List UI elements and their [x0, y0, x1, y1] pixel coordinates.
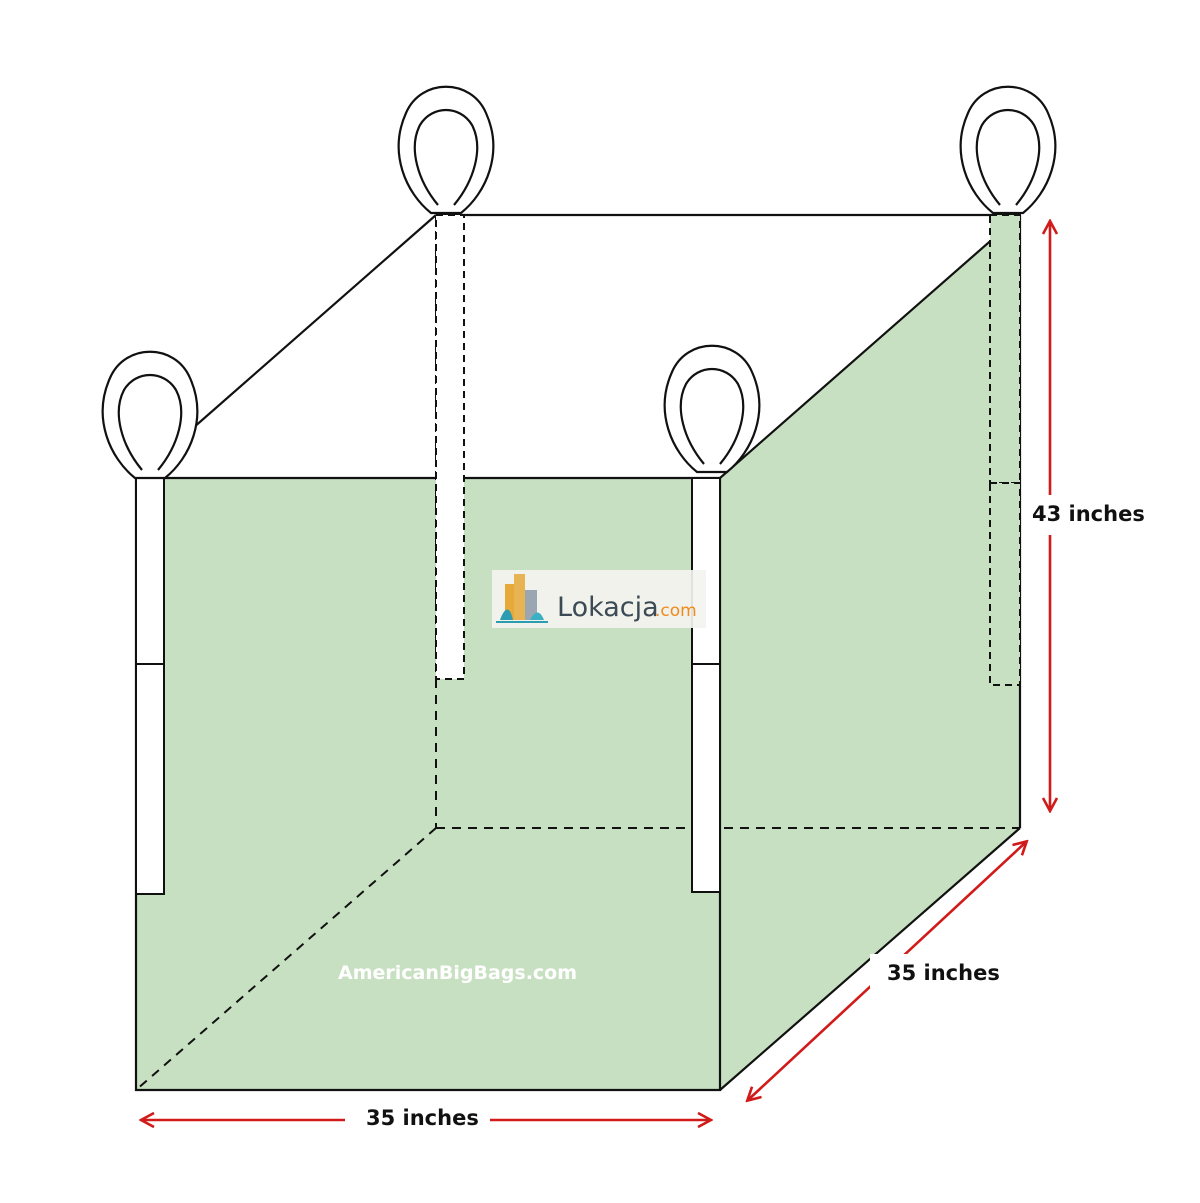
loop-front-right: [663, 344, 761, 474]
top-opening: [136, 215, 1020, 478]
back-left-strap: [435, 214, 465, 680]
front-left-strap: [135, 477, 165, 895]
logo-tld: .com: [655, 601, 697, 621]
logo-name: Lokacja: [557, 592, 659, 623]
lokacja-logo: Lokacja .com: [492, 570, 706, 628]
width-label: 35 inches: [366, 1106, 479, 1130]
building-icon: [496, 574, 548, 623]
loop-back-left: [397, 85, 495, 215]
front-right-strap: [691, 477, 721, 893]
watermark-text: AmericanBigBags.com: [338, 962, 577, 984]
back-right-strap: [989, 214, 1021, 686]
depth-label: 35 inches: [887, 961, 1000, 985]
hidden-bottom-diagonal: [135, 827, 437, 1091]
loop-back-right: [959, 85, 1057, 215]
top-right-edge: [719, 214, 1021, 479]
loop-front-left: [101, 350, 199, 480]
front-face: [136, 478, 720, 1090]
height-label: 43 inches: [1032, 502, 1145, 526]
